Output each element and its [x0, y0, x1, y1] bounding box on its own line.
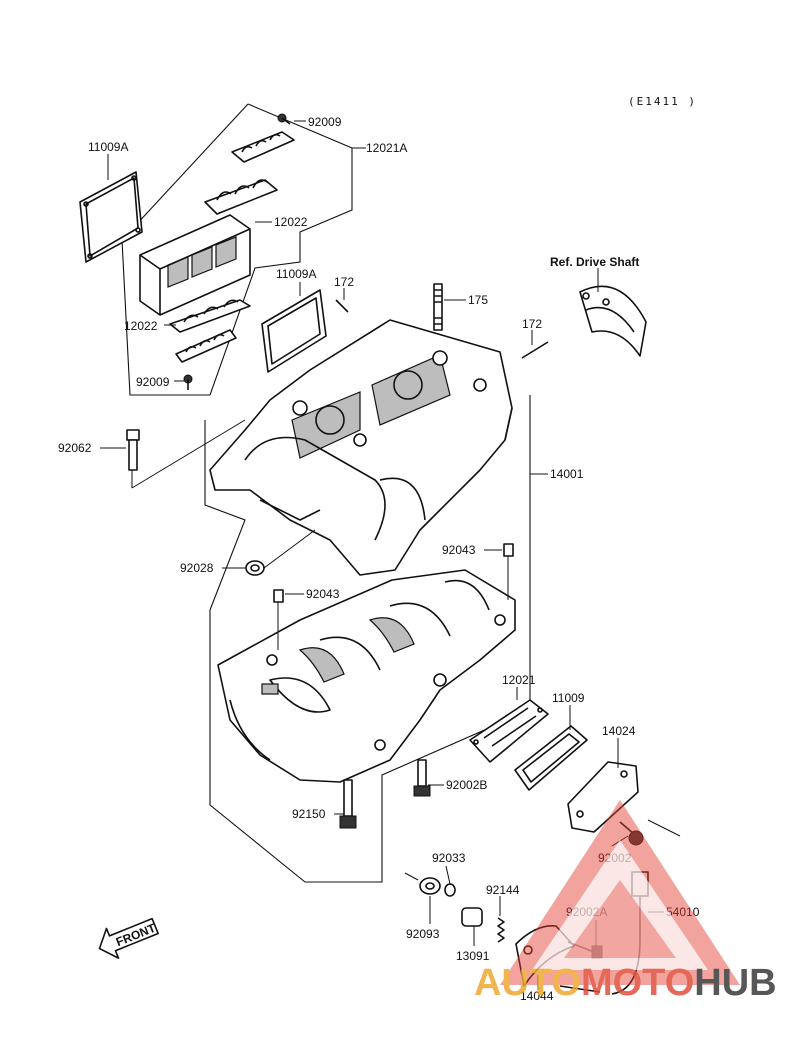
label-172-right: 172 — [522, 317, 542, 331]
reed-group-frame — [121, 103, 353, 396]
label-92150: 92150 — [292, 807, 326, 821]
label-54010: 54010 — [666, 905, 700, 919]
screw-92009-top — [277, 113, 291, 125]
watermark-hub: HUB — [694, 962, 776, 1004]
leader-lines — [100, 120, 681, 990]
reed-group-frame-edge — [121, 103, 249, 241]
label-11009a-left: 11009A — [88, 140, 128, 154]
gasket-11009a-left — [79, 171, 143, 263]
label-14024: 14024 — [602, 724, 636, 738]
washer-92033 — [444, 883, 456, 897]
label-92043-left: 92043 — [306, 587, 340, 601]
label-92062: 92062 — [58, 441, 92, 455]
plug-92028 — [245, 560, 265, 576]
seal-92093 — [419, 877, 441, 895]
lower-crankcase — [217, 569, 516, 783]
label-12022-right: 12022 — [274, 215, 308, 229]
label-92043-right: 92043 — [442, 543, 476, 557]
watermark-triangle-logo — [500, 800, 740, 985]
part-labels: 92009 12021A 11009A 12022 11009A 172 175… — [58, 115, 700, 1003]
label-ref-drive-shaft: Ref. Drive Shaft — [550, 255, 639, 269]
label-11009a-mid: 11009A — [276, 267, 316, 281]
dowel-92043-right — [503, 543, 514, 600]
label-11009: 11009 — [552, 691, 585, 705]
stud-172-right — [521, 341, 549, 359]
label-92009-bottom: 92009 — [136, 375, 170, 389]
label-92093: 92093 — [406, 927, 440, 941]
label-12021a: 12021A — [366, 141, 407, 155]
label-14044: 14044 — [520, 989, 554, 1003]
label-92009-top: 92009 — [308, 115, 342, 129]
label-12021: 12021 — [502, 673, 536, 687]
label-92144: 92144 — [486, 883, 520, 897]
label-92002b: 92002B — [446, 778, 487, 792]
dowel-92043-left — [273, 589, 284, 650]
label-172-top: 172 — [334, 275, 354, 289]
drive-shaft-cover — [579, 285, 647, 357]
bolt-92002 — [619, 821, 644, 846]
reed-valve-group — [121, 103, 353, 396]
label-175: 175 — [468, 293, 488, 307]
cover-14024 — [567, 761, 639, 833]
bolt-92002b — [413, 759, 431, 797]
watermark-moto: MOTO — [581, 962, 694, 1004]
stud-172-top — [335, 299, 349, 313]
gasket-11009 — [514, 725, 588, 791]
bolt-92062 — [126, 429, 140, 488]
watermark: AUTOMOTOHUB — [474, 800, 777, 1004]
watermark-text: AUTOMOTOHUB — [474, 962, 777, 1004]
screw-92009-bottom — [183, 374, 193, 390]
stud-175 — [433, 283, 443, 331]
label-14001: 14001 — [550, 467, 584, 481]
reed-stopper-lower — [169, 299, 251, 333]
reed-petal-lower — [175, 329, 237, 363]
label-13091: 13091 — [456, 949, 490, 963]
reed-cage — [139, 214, 251, 316]
reed-stopper-upper — [204, 179, 278, 215]
crankcase-group-frame — [204, 395, 531, 883]
bolt-92150 — [339, 779, 357, 829]
rotary-valve-12021 — [469, 699, 549, 763]
label-92033: 92033 — [432, 851, 466, 865]
bushing-13091 — [461, 907, 483, 927]
label-12022-left: 12022 — [124, 319, 158, 333]
diagram-code: (E1411 ) — [628, 95, 697, 108]
front-direction-arrow: FRONT — [98, 917, 159, 959]
label-92028: 92028 — [180, 561, 214, 575]
spring-92144 — [497, 917, 505, 943]
reed-petal-upper — [231, 131, 295, 163]
gasket-11009a-mid — [261, 289, 327, 373]
upper-crankcase — [209, 319, 513, 576]
watermark-auto: AUTO — [474, 962, 581, 1004]
